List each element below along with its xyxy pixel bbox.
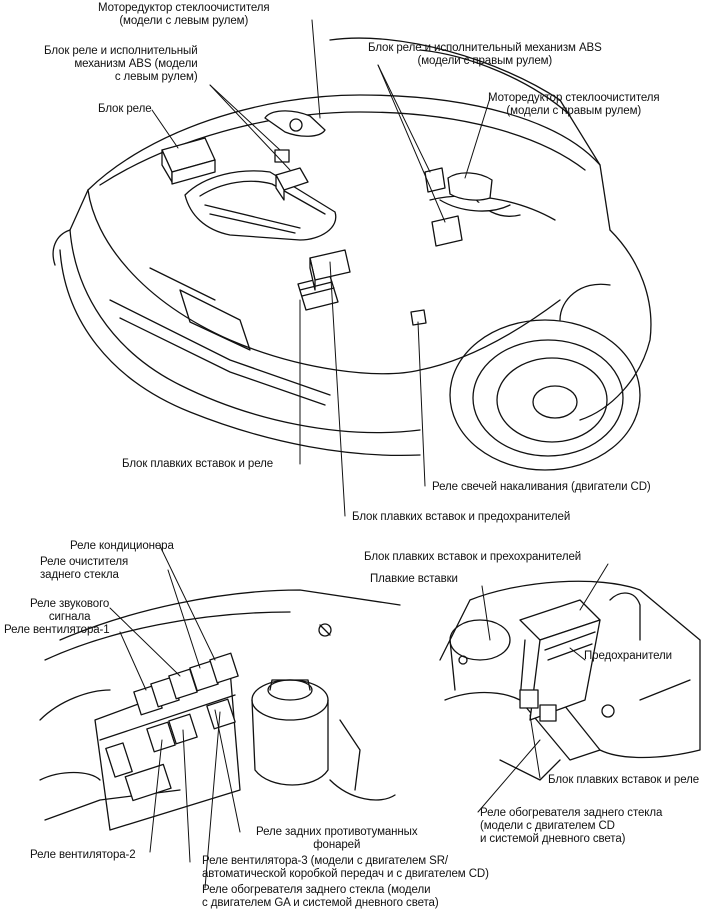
label-glow-plug-relay: Реле свечей накаливания (двигатели CD) [432,481,651,493]
label-rear-defogger-relay: Реле очистителя заднего стекла [40,556,129,581]
label-fusible-link-relay: Блок плавких вставок и реле [122,458,274,470]
label-fan-relay-2: Реле вентилятора-2 [30,849,136,861]
bottom-right-drawing [439,580,701,781]
bottom-right-leader-lines [477,563,609,813]
bottom-left-leader-lines [109,545,241,889]
label-abs-lhd: Блок реле и исполнительный механизм ABS … [44,45,198,83]
label-fusible-link-fuse: Блок плавких вставок и предохранителей [352,511,571,523]
top-components [161,110,511,326]
label-horn-relay: Реле звукового сигнала [30,598,110,623]
label-rear-heater-relay-cd: Реле обогревателя заднего стекла (модели… [480,807,663,845]
label-wiper-motor-lhd: Моторедуктор стеклоочистителя (модели с … [98,2,270,27]
top-leader-lines [151,19,491,517]
label-fuse-box: Блок плавких вставок и прехохранителей [364,551,582,563]
label-fusible-relay-block: Блок плавких вставок и реле [548,774,700,786]
label-fuses: Предохранители [584,650,672,662]
label-relay-block: Блок реле [98,103,152,115]
label-rear-heater-relay-ga: Реле обогревателя заднего стекла (модели… [202,884,439,909]
label-fusible-links: Плавкие вставки [370,573,458,585]
label-fan-relay-1: Реле вентилятора-1 [4,624,110,636]
car-body-drawing [52,37,652,471]
label-ac-relay: Реле кондиционера [70,540,174,552]
label-rear-fog-relay: Реле задних противотуманных фонарей [256,826,418,851]
bottom-left-relays [105,652,239,802]
label-wiper-motor-rhd: Моторедуктор стеклоочистителя (модели с … [488,92,660,117]
label-fan-relay-3: Реле вентилятора-3 (модели с двигателем … [202,855,489,880]
label-abs-rhd: Блок реле и исполнительный механизм ABS … [368,42,602,67]
